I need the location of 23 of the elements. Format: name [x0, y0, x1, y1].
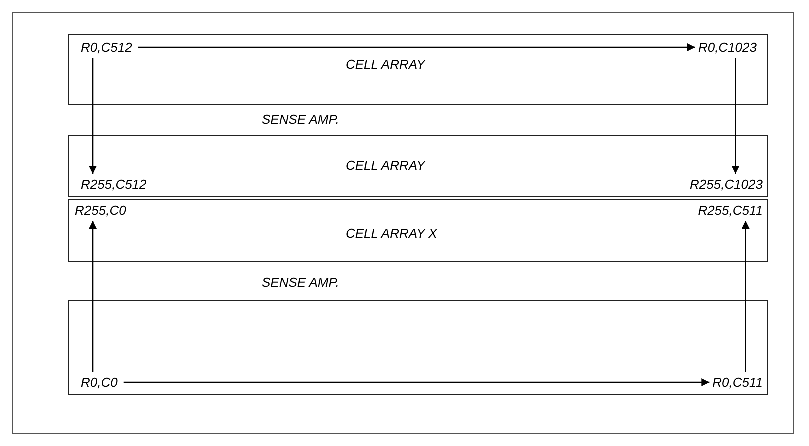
address-label: R255,C0 — [75, 203, 126, 218]
sense-amp-label: SENSE AMP. — [262, 275, 340, 290]
address-label: R255,C1023 — [690, 177, 763, 192]
cell-array-block — [68, 135, 768, 197]
arrow — [742, 221, 750, 372]
block-title: CELL ARRAY X — [346, 226, 438, 241]
memory-block — [68, 300, 768, 395]
address-label: R0,C512 — [81, 40, 132, 55]
block-title: CELL ARRAY — [346, 158, 426, 173]
block-title: CELL ARRAY — [346, 57, 426, 72]
sense-amp-label: SENSE AMP. — [262, 112, 340, 127]
arrow — [124, 378, 710, 386]
address-label: R0,C511 — [712, 375, 763, 390]
address-label: R0,C0 — [81, 375, 118, 390]
arrow — [89, 221, 97, 372]
arrow — [138, 44, 696, 52]
cell-array-block — [68, 199, 768, 262]
arrow — [89, 58, 97, 174]
arrow — [732, 58, 740, 174]
address-label: R255,C512 — [81, 177, 147, 192]
cell-array-block — [68, 34, 768, 105]
address-label: R255,C511 — [698, 203, 763, 218]
address-label: R0,C1023 — [698, 40, 757, 55]
